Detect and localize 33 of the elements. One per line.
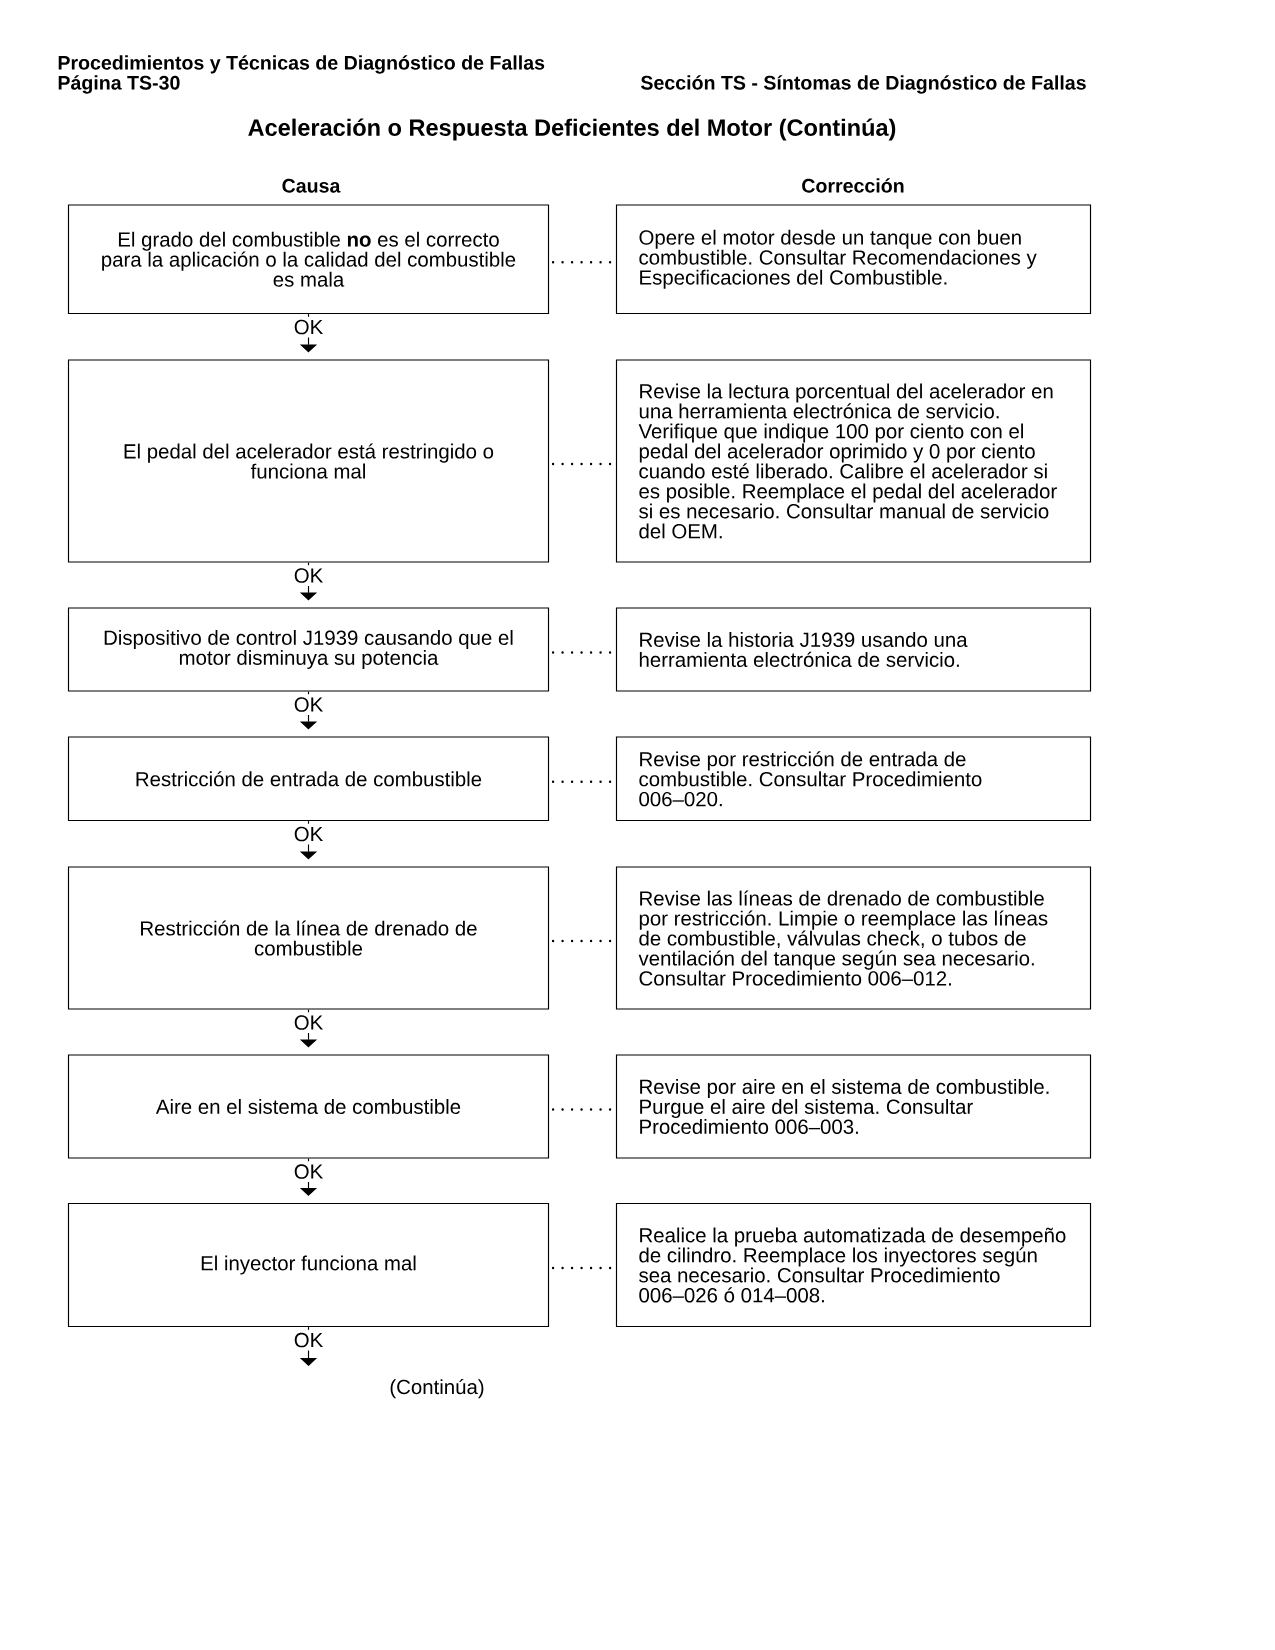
cause-box: El grado del combustible no es el correcto para la aplicación o la calidad del combustible es mala xyxy=(67,204,550,315)
edge-label: OK xyxy=(291,823,326,845)
correction-box: Realice la prueba automatizada de desempeño de cilindro. Reemplace los inyectores según sea necesario. Consultar Procedimiento 006–026 ó 014–008. xyxy=(615,1202,1092,1328)
correction-box: Revise las líneas de drenado de combustible por restricción. Limpie o reemplace las líneas de combustible, válvulas check, o tubos de ventilación del tanque según sea necesario. Consultar Procedimiento 006–012. xyxy=(615,866,1092,1010)
correction-box: Revise por aire en el sistema de combustible. Purgue el aire del sistema. Consultar Procedimiento 006–003. xyxy=(615,1054,1092,1159)
dotted-line xyxy=(551,651,614,654)
cause-box: El pedal del acelerador está restringido o funciona mal xyxy=(67,359,550,563)
header-text: Sección TS - Síntomas de Diagnóstico de Fallas xyxy=(640,75,1086,94)
correction-box: Revise la lectura porcentual del acelerador en una herramienta electrónica de servicio. Verifique que indique 100 por ciento con el pedal del acelerador oprimido y 0 por ciento cuando esté liberado. Calibre el acelerador si es posible. Reemplace el pedal del acelerador si es necesario. Consultar manual de servicio del OEM. xyxy=(615,359,1092,563)
dotted-line xyxy=(551,462,614,466)
edge-label: OK xyxy=(291,1161,326,1182)
cause-box: El inyector funciona mal xyxy=(67,1202,550,1328)
correction-box: Opere el motor desde un tanque con buen combustible. Consultar Recomendaciones y Especificaciones del Combustible. xyxy=(615,204,1092,315)
cause-box: Aire en el sistema de combustible xyxy=(67,1054,550,1159)
edge-label: OK xyxy=(291,694,326,715)
dotted-line xyxy=(551,261,614,264)
edge-label: OK xyxy=(291,1329,326,1351)
cause-box: Restricción de la línea de drenado de combustible xyxy=(67,866,550,1010)
cause-box: Restricción de entrada de combustible xyxy=(67,736,550,822)
page-title: Aceleración o Respuesta Deficientes del Motor (Continúa) xyxy=(248,118,896,141)
dotted-line xyxy=(551,1108,614,1111)
edge-label: OK xyxy=(291,316,326,338)
dotted-line xyxy=(551,939,614,943)
continuation-note: (Continúa) xyxy=(390,1379,484,1399)
cause-box: Dispositivo de control J1939 causando que el motor disminuya su potencia xyxy=(67,607,550,692)
header-text: Página TS-30 xyxy=(58,75,180,94)
header-text: Procedimientos y Técnicas de Diagnóstico de Fallas xyxy=(58,55,545,74)
edge-label: OK xyxy=(291,1012,326,1033)
dotted-line xyxy=(551,1266,614,1270)
correction-box: Revise la historia J1939 usando una herramienta electrónica de servicio. xyxy=(615,607,1092,692)
dotted-line xyxy=(551,780,614,783)
correction-box: Revise por restricción de entrada de combustible. Consultar Procedimiento 006–020. xyxy=(615,736,1092,822)
edge-label: OK xyxy=(291,565,326,586)
